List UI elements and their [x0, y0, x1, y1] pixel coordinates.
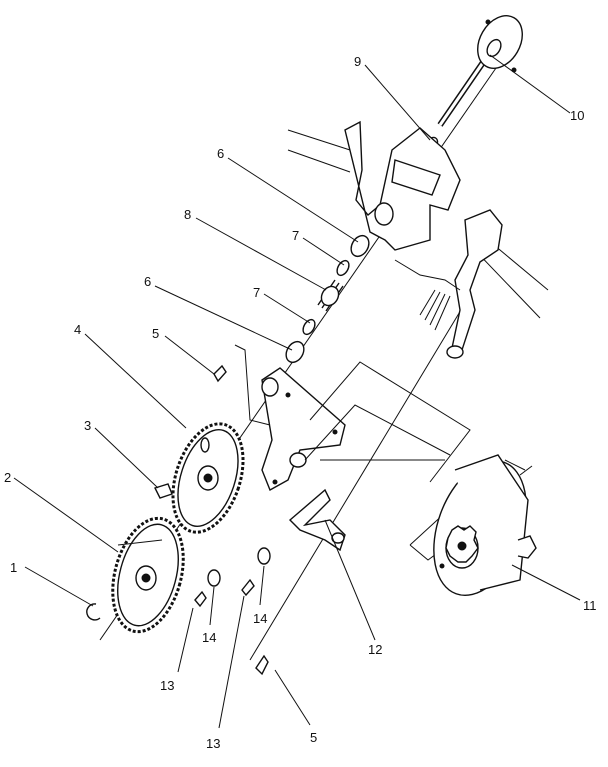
part-6-bushing-lower [285, 340, 305, 364]
callout-labels: 1 2 3 4 5 5 6 6 7 7 8 9 10 11 12 13 13 1… [4, 54, 597, 751]
callout-2: 2 [4, 470, 11, 485]
part-11-motor [433, 454, 537, 597]
part-1-e-ring [86, 603, 101, 621]
part-10-shaft [437, 15, 523, 127]
callout-6-upper: 6 [217, 146, 224, 161]
part-13-screw-right [241, 578, 255, 597]
part-5-screw-lower [255, 654, 269, 676]
mounting-plate [261, 367, 346, 491]
part-6-bushing-upper [350, 234, 370, 258]
part-14-washer-right [257, 547, 271, 565]
callout-7-upper: 7 [292, 228, 299, 243]
part-7-washer-lower [302, 318, 316, 336]
callout-11: 11 [583, 598, 597, 613]
callout-7-lower: 7 [253, 285, 260, 300]
callout-9: 9 [354, 54, 361, 69]
callout-6-lower: 6 [144, 274, 151, 289]
callout-4: 4 [74, 322, 81, 337]
callout-13-left: 13 [160, 678, 174, 693]
callout-10: 10 [570, 108, 584, 123]
callout-5-lower: 5 [310, 730, 317, 745]
callout-14-left: 14 [202, 630, 216, 645]
callout-5-upper: 5 [152, 326, 159, 341]
part-4-gear-large [171, 422, 245, 534]
part-14-washer-left [207, 569, 221, 587]
leader-lines [13, 54, 581, 729]
callout-14-right: 14 [253, 611, 267, 626]
callout-1: 1 [10, 560, 17, 575]
callout-3: 3 [84, 418, 91, 433]
callout-8: 8 [184, 207, 191, 222]
part-12-lever [288, 488, 346, 552]
part-7-washer-upper [336, 259, 350, 277]
part-8-spring [317, 279, 344, 312]
part-2-drum-gear [111, 516, 185, 634]
part-5-screw-upper [213, 364, 227, 383]
part-13-screw-left [194, 590, 207, 608]
callout-12: 12 [368, 642, 382, 657]
callout-13-right: 13 [206, 736, 220, 751]
part-3-clip [154, 483, 173, 499]
frame-assembly [287, 120, 549, 359]
